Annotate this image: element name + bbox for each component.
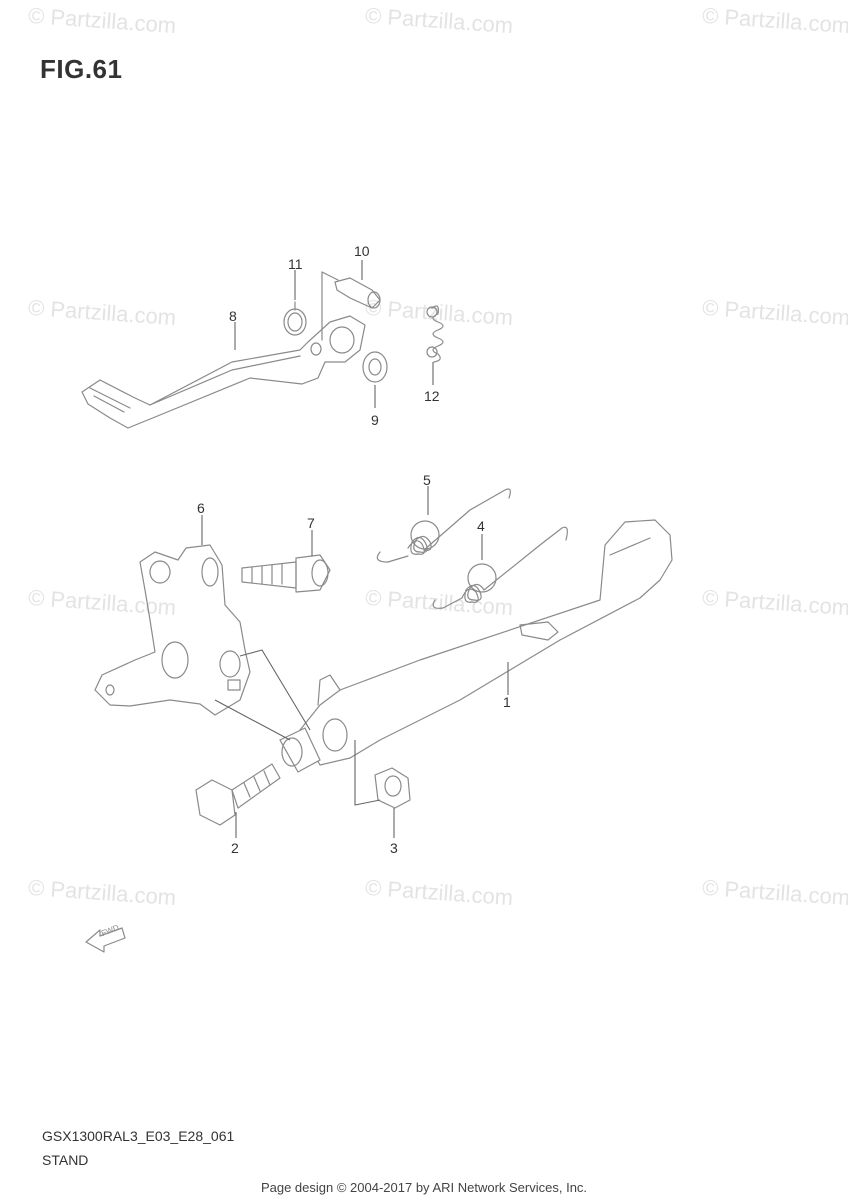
callout-10: 10	[354, 243, 370, 259]
side-stand-part-1	[279, 519, 673, 773]
brake-pedal-part-8	[81, 315, 366, 429]
spring-part-4	[432, 526, 568, 609]
pin-part-10	[321, 271, 381, 341]
spring-part-5	[376, 488, 511, 563]
spring-part-12	[426, 305, 444, 363]
bolt-part-7	[241, 554, 331, 593]
model-code: GSX1300RAL3_E03_E28_061	[42, 1128, 235, 1144]
callout-5: 5	[423, 472, 431, 488]
section-name: STAND	[42, 1152, 89, 1168]
callout-9: 9	[371, 412, 379, 428]
washer-part-9	[362, 351, 388, 383]
callout-12: 12	[424, 388, 440, 404]
callout-1: 1	[503, 694, 511, 710]
callout-7: 7	[307, 515, 315, 531]
copyright-notice: Page design © 2004-2017 by ARI Network S…	[260, 1180, 588, 1195]
callout-4: 4	[477, 518, 485, 534]
nut-part-3	[374, 767, 411, 809]
bolt-part-2	[195, 763, 281, 826]
assembly-lines	[201, 260, 509, 838]
forward-arrow-icon	[85, 927, 126, 953]
callout-3: 3	[390, 840, 398, 856]
figure-title: FIG.61	[40, 54, 123, 84]
callout-8: 8	[229, 308, 237, 324]
callout-11: 11	[288, 256, 303, 272]
callout-2: 2	[231, 840, 239, 856]
clip-part-11	[283, 301, 307, 336]
bracket-part-6	[94, 544, 251, 716]
callout-6: 6	[197, 500, 205, 516]
